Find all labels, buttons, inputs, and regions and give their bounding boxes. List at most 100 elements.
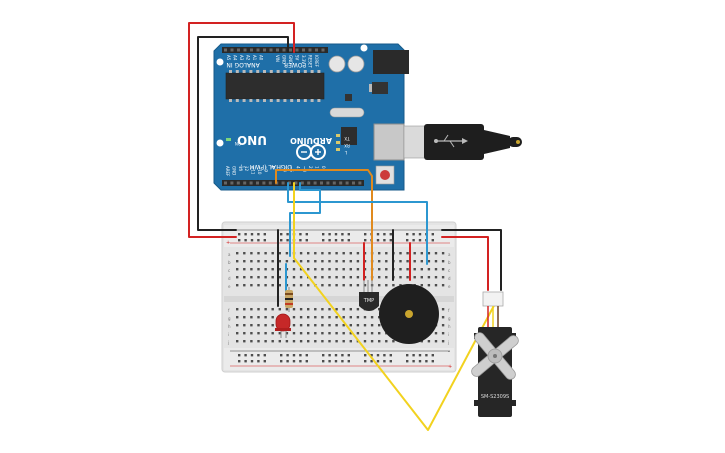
digital-pin-label: 0	[321, 166, 326, 169]
servo-horn	[471, 332, 519, 380]
power-pin-label: GND	[288, 55, 293, 64]
breadboard-row-label: c	[228, 268, 230, 273]
capacitor	[347, 55, 365, 73]
digital-pin-label: 7	[276, 166, 281, 169]
wire-servo-power[interactable]	[441, 236, 489, 291]
analog-in-label: ANALOG IN	[226, 61, 259, 68]
digital-pin-label: GND	[231, 166, 236, 175]
usb-cable	[403, 124, 522, 160]
power-pin-label: VIN	[275, 55, 280, 62]
digital-pin-label: 8	[270, 166, 275, 169]
analog-pin-label: A0	[259, 55, 264, 61]
tx-label: TX	[344, 136, 350, 141]
power-analog-header	[222, 47, 328, 53]
wires	[188, 22, 502, 431]
capacitor	[328, 55, 346, 73]
usb-port	[373, 123, 405, 161]
breadboard-row-label: g	[228, 316, 231, 321]
digital-pin-label: ~10	[257, 166, 262, 175]
digital-pin-label: 12	[244, 166, 249, 172]
breadboard-row-label: g	[448, 316, 451, 321]
servo-label: SM-S2309S	[481, 394, 509, 400]
usb-icon	[434, 134, 468, 148]
breadboard-row-label: e	[448, 284, 451, 289]
wire-gnd[interactable]	[197, 36, 289, 231]
digital-pin-label: 2	[308, 166, 313, 169]
microcontroller-chip	[225, 72, 325, 100]
rail-plus-top: +	[226, 240, 230, 246]
voltage-regulator	[372, 82, 388, 94]
power-pin-label: GND	[282, 55, 287, 64]
breadboard-row-label: f	[448, 308, 450, 313]
analog-pin-label: A5	[226, 55, 231, 61]
tx-led	[336, 134, 340, 137]
crystal	[329, 107, 365, 118]
l-led	[336, 148, 340, 151]
breadboard-row-label: i	[448, 332, 449, 337]
wire-yellow-signal[interactable]	[293, 182, 499, 431]
board-model-label: UNO	[237, 133, 267, 147]
arduino-uno-board[interactable]: UNO ARDUINO ANALOG IN POWER DIGITAL (PWM…	[213, 43, 409, 191]
rx-label: RX	[344, 143, 350, 148]
l-label: L	[344, 150, 347, 155]
breadboard-row-label: b	[448, 260, 451, 265]
wire-servo-ground[interactable]	[441, 229, 502, 291]
arduino-logo-icon	[296, 144, 326, 160]
power-jack	[373, 50, 409, 74]
analog-pin-label: A4	[233, 55, 238, 61]
rx-led	[336, 141, 340, 144]
mounting-hole	[360, 44, 368, 52]
analog-pin-label: A2	[246, 55, 251, 61]
mounting-hole	[216, 58, 224, 66]
breadboard-row-label: j	[227, 340, 229, 345]
wire-orange-signal[interactable]	[275, 169, 373, 281]
breadboard-row-label: d	[448, 276, 451, 281]
digital-pin-label: ~11	[251, 166, 256, 175]
breadboard-row-label: f	[228, 308, 230, 313]
breadboard-row-label: c	[448, 268, 450, 273]
analog-pin-label: A1	[252, 55, 257, 61]
servo-motor[interactable]: SM-S2309S	[470, 291, 521, 417]
power-pin-label: 5V	[295, 55, 300, 61]
wire-blue-top[interactable]	[287, 182, 428, 265]
digital-pin-label: ~9	[263, 166, 268, 172]
breadboard-row-label: j	[447, 340, 449, 345]
temperature-sensor[interactable]: TMP	[359, 280, 379, 311]
small-chip	[345, 94, 352, 101]
wire-5v[interactable]	[188, 22, 295, 238]
on-label: ON	[235, 141, 241, 146]
digital-pwm-label: DIGITAL (PWM ~)	[240, 163, 292, 170]
digital-pin-label: 13	[238, 166, 243, 172]
breadboard-row-label: a	[448, 252, 451, 257]
digital-pin-label: 1	[315, 166, 320, 169]
power-pin-label: IOREF	[314, 55, 319, 68]
led-red[interactable]	[275, 313, 291, 338]
on-led	[226, 138, 231, 141]
breadboard-row-label: b	[228, 260, 231, 265]
digital-pin-label: 4	[295, 166, 300, 169]
servo-connector	[482, 291, 504, 307]
breadboard-row-label: h	[228, 324, 231, 329]
sensor-label: TMP	[363, 298, 374, 304]
power-pin-label: RESET	[308, 55, 313, 68]
board-brand-label: ARDUINO	[290, 136, 332, 145]
breadboard-row-label: a	[228, 252, 231, 257]
wire-blue-mid[interactable]	[289, 182, 321, 257]
analog-pin-label: A3	[239, 55, 244, 61]
digital-pin-label: AREF	[225, 166, 230, 177]
breadboard-row-label: e	[228, 284, 231, 289]
breadboard-row-label: h	[448, 324, 451, 329]
mounting-hole	[216, 139, 224, 147]
rail-plus-bottom: +	[448, 364, 452, 370]
breadboard-row-label: d	[228, 276, 231, 281]
resistor[interactable]	[285, 287, 293, 312]
power-pin-label: 3.3V	[301, 55, 306, 64]
power-label: POWER	[284, 61, 306, 68]
piezo-buzzer[interactable]	[379, 284, 439, 344]
usb-interface-chip	[341, 127, 357, 145]
breadboard-row-label: i	[228, 332, 229, 337]
rail-minus-bottom: -	[448, 349, 450, 355]
